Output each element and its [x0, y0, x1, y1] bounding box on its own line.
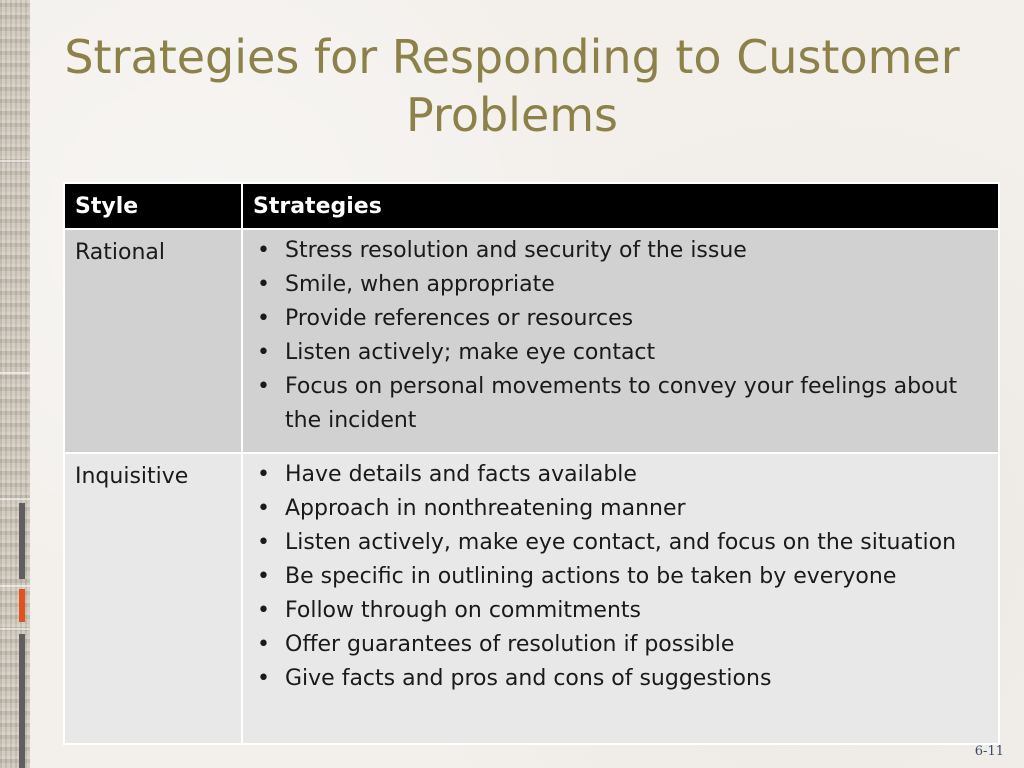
list-item: • Focus on personal movements to convey y… [253, 370, 988, 438]
bullet-icon: • [257, 306, 270, 331]
strip-seam [0, 498, 30, 500]
strategy-text: Give facts and pros and cons of suggesti… [285, 666, 772, 691]
bullet-icon: • [257, 272, 270, 297]
strategy-text: Focus on personal movements to convey yo… [285, 374, 958, 433]
list-item: • Listen actively, make eye contact, and … [253, 526, 988, 560]
bullet-icon: • [257, 598, 270, 623]
list-item: • Give facts and pros and cons of suggest… [253, 662, 988, 696]
list-item: • Have details and facts available [253, 458, 988, 492]
bullet-icon: • [257, 530, 270, 555]
strategy-text: Smile, when appropriate [285, 272, 555, 297]
list-item: • Stress resolution and security of the i… [253, 234, 988, 268]
table-header-row: Style Strategies [63, 182, 1000, 230]
list-item: • Be specific in outlining actions to be … [253, 560, 988, 594]
decorative-side-strip [0, 0, 30, 768]
list-item: • Smile, when appropriate [253, 268, 988, 302]
strategy-list: • Have details and facts available • Appro… [253, 458, 988, 696]
column-header-strategies: Strategies [241, 182, 1000, 230]
strip-seam [0, 160, 30, 162]
list-item: • Offer guarantees of resolution if possi… [253, 628, 988, 662]
strategy-text: Have details and facts available [285, 462, 637, 487]
list-item: • Follow through on commitments [253, 594, 988, 628]
slide-title: Strategies for Responding to Customer Pr… [64, 30, 960, 142]
style-cell: Rational [63, 228, 243, 454]
bullet-icon: • [257, 666, 270, 691]
accent-bar-gray [19, 634, 25, 768]
strategy-text: Stress resolution and security of the is… [285, 238, 747, 263]
style-cell: Inquisitive [63, 452, 243, 745]
strategies-cell: • Stress resolution and security of the i… [241, 228, 1000, 454]
list-item: • Provide references or resources [253, 302, 988, 336]
strategies-table: Style Strategies Rational • Stress resolu… [63, 182, 1000, 745]
bullet-icon: • [257, 340, 270, 365]
strategy-text: Listen actively; make eye contact [285, 340, 656, 365]
table-row-rational: Rational • Stress resolution and security… [63, 228, 1000, 454]
strip-seam [0, 372, 30, 374]
bullet-icon: • [257, 496, 270, 521]
bullet-icon: • [257, 374, 270, 399]
strip-seam [0, 585, 30, 587]
accent-bar-orange [19, 589, 25, 622]
column-header-style: Style [63, 182, 243, 230]
strategy-text: Offer guarantees of resolution if possib… [285, 632, 735, 657]
strategy-text: Provide references or resources [285, 306, 634, 331]
slide-number: 6-11 [974, 744, 1004, 759]
bullet-icon: • [257, 632, 270, 657]
list-item: • Approach in nonthreatening manner [253, 492, 988, 526]
strategy-text: Approach in nonthreatening manner [285, 496, 686, 521]
bullet-icon: • [257, 564, 270, 589]
list-item: • Listen actively; make eye contact [253, 336, 988, 370]
strategy-list: • Stress resolution and security of the i… [253, 234, 988, 438]
strategy-text: Listen actively, make eye contact, and f… [285, 530, 957, 555]
strategy-text: Be specific in outlining actions to be t… [285, 564, 897, 589]
bullet-icon: • [257, 462, 270, 487]
bullet-icon: • [257, 238, 270, 263]
strategies-cell: • Have details and facts available • Appro… [241, 452, 1000, 745]
strip-seam [0, 628, 30, 630]
table-row-inquisitive: Inquisitive • Have details and facts avai… [63, 452, 1000, 745]
accent-bar-gray [19, 503, 25, 579]
strategy-text: Follow through on commitments [285, 598, 641, 623]
